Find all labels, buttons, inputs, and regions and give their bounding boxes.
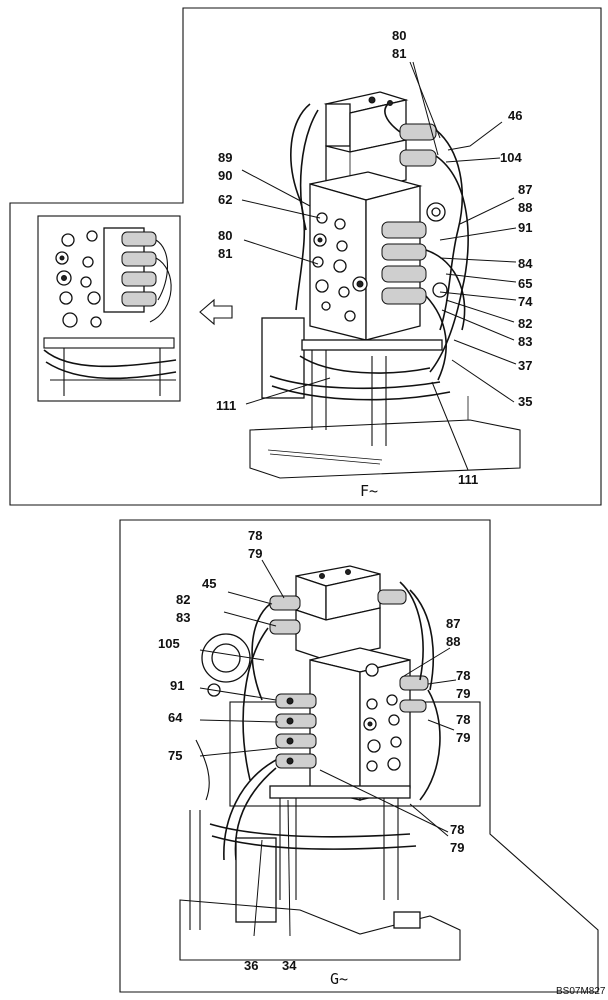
callout-105: 105: [158, 636, 180, 651]
callout-111-left: 111: [216, 398, 236, 413]
view-arrow: [199, 298, 233, 326]
callout-45: 45: [202, 576, 216, 591]
callout-87-top: 87: [518, 182, 532, 197]
bottom-panel-frame: [119, 519, 599, 993]
bottom-valve-assembly: [179, 565, 461, 961]
view-label-g: G~: [330, 970, 348, 988]
callout-75: 75: [168, 748, 182, 763]
bottom-leaders: [199, 559, 457, 937]
top-panel-frame: [9, 7, 602, 506]
callout-78-mid2: 78: [456, 712, 470, 727]
top-callouts: 80 81 46 104 89 90 87 88 62 91 80 81 84 …: [216, 28, 533, 487]
callout-65: 65: [518, 276, 532, 291]
callout-81-mid: 81: [218, 246, 232, 261]
callout-82-top: 82: [518, 316, 532, 331]
top-leaders: [241, 61, 517, 471]
callout-62: 62: [218, 192, 232, 207]
bottom-callouts: 78 79 45 82 83 105 87 88 78 79 91 78 79 …: [158, 528, 470, 973]
callout-36: 36: [244, 958, 258, 973]
callout-78-mid1: 78: [456, 668, 470, 683]
callout-87-bottom: 87: [446, 616, 460, 631]
callout-35: 35: [518, 394, 532, 409]
callout-83-bottom: 83: [176, 610, 190, 625]
callout-46: 46: [508, 108, 522, 123]
callout-37: 37: [518, 358, 532, 373]
callout-91-top: 91: [518, 220, 532, 235]
top-panel: 80 81 46 104 89 90 87 88 62 91 80 81 84 …: [9, 7, 602, 506]
callout-90: 90: [218, 168, 232, 183]
drawing-code: BS07M827: [556, 986, 606, 997]
callout-80-top: 80: [392, 28, 406, 43]
callout-91-bottom: 91: [170, 678, 184, 693]
callout-104: 104: [500, 150, 522, 165]
callout-84: 84: [518, 256, 533, 271]
callout-79-mid1: 79: [456, 686, 470, 701]
callout-82-bottom: 82: [176, 592, 190, 607]
callout-79-mid2: 79: [456, 730, 470, 745]
callout-64: 64: [168, 710, 183, 725]
callout-111-bottom: 111: [458, 472, 478, 487]
callout-78-low: 78: [450, 822, 464, 837]
callout-78-top: 78: [248, 528, 262, 543]
callout-88-top: 88: [518, 200, 532, 215]
callout-79-low: 79: [450, 840, 464, 855]
callout-34: 34: [282, 958, 297, 973]
top-valve-assembly: [249, 91, 521, 479]
callout-74: 74: [518, 294, 533, 309]
view-label-f: F~: [360, 482, 378, 500]
bottom-panel: 78 79 45 82 83 105 87 88 78 79 91 78 79 …: [119, 519, 599, 993]
callout-79-top: 79: [248, 546, 262, 561]
callout-80-mid: 80: [218, 228, 232, 243]
callout-81-top: 81: [392, 46, 406, 61]
callout-88-bottom: 88: [446, 634, 460, 649]
inset-detail: [37, 215, 181, 402]
callout-83-top: 83: [518, 334, 532, 349]
callout-89: 89: [218, 150, 232, 165]
